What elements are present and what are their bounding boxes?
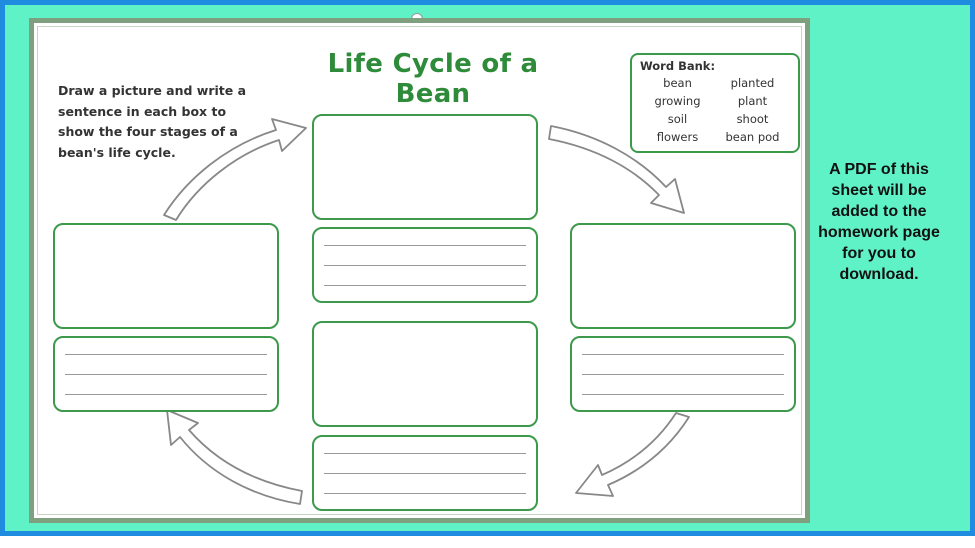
arrow-down-right-icon	[548, 125, 685, 214]
pdf-note: A PDF of this sheet will be added to the…	[818, 161, 940, 283]
worksheet-instructions: Draw a picture and write a sentence in e…	[58, 83, 247, 160]
word-bank: Word Bank: bean planted growing plant so…	[630, 53, 800, 153]
arrow-up-left-icon	[166, 409, 303, 505]
stage-sentence-box-top[interactable]	[312, 227, 538, 303]
word-bank-word: soil	[667, 112, 688, 126]
writing-line	[324, 473, 526, 474]
slide-background: Life Cycle of a Bean Draw a picture and …	[0, 0, 975, 536]
writing-line	[324, 285, 526, 286]
writing-line	[65, 374, 267, 375]
word-bank-title: Word Bank:	[640, 59, 716, 73]
stage-drawing-box-left[interactable]	[53, 223, 279, 329]
stage-drawing-box-right[interactable]	[570, 223, 796, 329]
stage-drawing-box-top[interactable]	[312, 114, 538, 220]
writing-line	[324, 493, 526, 494]
worksheet-page: Life Cycle of a Bean Draw a picture and …	[37, 26, 802, 515]
word-bank-word: flowers	[656, 130, 699, 144]
writing-line	[582, 354, 784, 355]
word-bank-word: bean	[663, 76, 692, 90]
writing-line	[324, 265, 526, 266]
writing-line	[582, 374, 784, 375]
word-bank-word: plant	[737, 94, 768, 108]
stage-sentence-box-bottom[interactable]	[312, 435, 538, 511]
worksheet-title: Life Cycle of a Bean	[327, 49, 539, 109]
word-bank-word: shoot	[736, 112, 769, 126]
worksheet-image: Life Cycle of a Bean Draw a picture and …	[29, 18, 810, 523]
writing-line	[65, 354, 267, 355]
cycle-arrows	[163, 118, 690, 505]
stage-sentence-box-left[interactable]	[53, 336, 279, 412]
arrow-up-right-icon	[163, 118, 307, 221]
stage-sentence-box-right[interactable]	[570, 336, 796, 412]
arrow-down-left-icon	[575, 412, 690, 497]
writing-line	[324, 453, 526, 454]
word-bank-word: planted	[730, 76, 775, 90]
stage-drawing-box-bottom[interactable]	[312, 321, 538, 427]
word-bank-word: bean pod	[725, 130, 780, 144]
writing-line	[324, 245, 526, 246]
writing-line	[582, 394, 784, 395]
writing-line	[65, 394, 267, 395]
word-bank-word: growing	[654, 94, 701, 108]
